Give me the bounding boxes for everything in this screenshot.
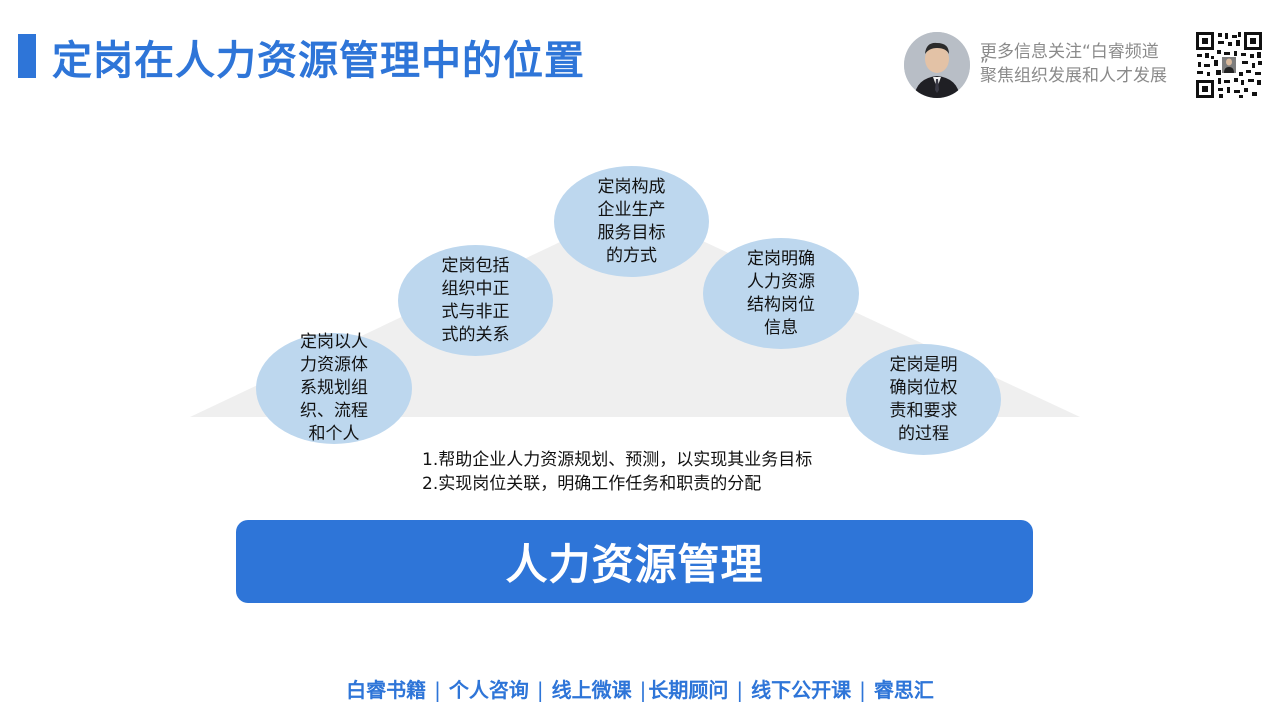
footer-link-books[interactable]: 白睿书籍	[346, 678, 427, 702]
avatar-photo-icon	[904, 32, 970, 98]
promo-line-1: 更多信息关注“白睿频道	[980, 42, 1159, 62]
footer-link-ruisihui[interactable]: 睿思汇	[873, 678, 934, 702]
qr-code-icon	[1194, 30, 1264, 100]
promo-text: 更多信息关注“白睿频道 ” 聚焦组织发展和人才发展	[980, 40, 1188, 88]
title-accent-bar	[18, 34, 36, 78]
hrm-base-label: 人力资源管理	[505, 540, 764, 589]
bubble-text: 定岗构成企业生产服务目标的方式	[597, 176, 666, 266]
footer-links: 白睿书籍|个人咨询|线上微课|长期顾问|线下公开课|睿思汇	[0, 674, 1280, 703]
bubble-relations: 定岗包括组织中正式与非正式的关系	[398, 245, 553, 356]
footer-separator: |	[639, 678, 647, 702]
footer-separator: |	[859, 678, 866, 702]
footer-link-open-course[interactable]: 线下公开课	[751, 678, 852, 702]
bubble-responsibilities: 定岗是明确岗位权责和要求的过程	[846, 344, 1001, 455]
bubble-text: 定岗明确人力资源结构岗位信息	[747, 248, 815, 338]
note-item: 2.实现岗位关联，明确工作任务和职责的分配	[422, 474, 762, 494]
footer-separator: |	[736, 678, 744, 702]
bubble-text: 定岗是明确岗位权责和要求的过程	[889, 354, 958, 444]
footer-separator: |	[434, 678, 441, 702]
footer-link-micro-course[interactable]: 线上微课	[551, 678, 632, 702]
notes-list: 1.帮助企业人力资源规划、预测，以实现其业务目标 2.实现岗位关联，明确工作任务…	[422, 448, 812, 496]
bubble-text: 定岗包括组织中正式与非正式的关系	[441, 255, 510, 345]
avatar	[904, 32, 970, 98]
bubble-define-system: 定岗以人力资源体系规划组织、流程和个人	[256, 332, 412, 444]
promo-line-2: 聚焦组织发展和人才发展	[980, 66, 1167, 86]
footer-link-advisor[interactable]: 长期顾问	[648, 678, 729, 702]
page-title: 定岗在人力资源管理中的位置	[52, 38, 585, 84]
bubble-text: 定岗以人力资源体系规划组织、流程和个人	[300, 332, 368, 444]
bubble-structure-info: 定岗明确人力资源结构岗位信息	[703, 238, 859, 349]
note-item: 1.帮助企业人力资源规划、预测，以实现其业务目标	[422, 450, 813, 470]
promo-quote-mark: ”	[980, 56, 989, 76]
bubble-production-goals: 定岗构成企业生产服务目标的方式	[554, 166, 709, 277]
footer-link-consulting[interactable]: 个人咨询	[448, 678, 529, 702]
footer-separator: |	[536, 678, 544, 702]
hrm-base-box: 人力资源管理	[236, 520, 1033, 603]
